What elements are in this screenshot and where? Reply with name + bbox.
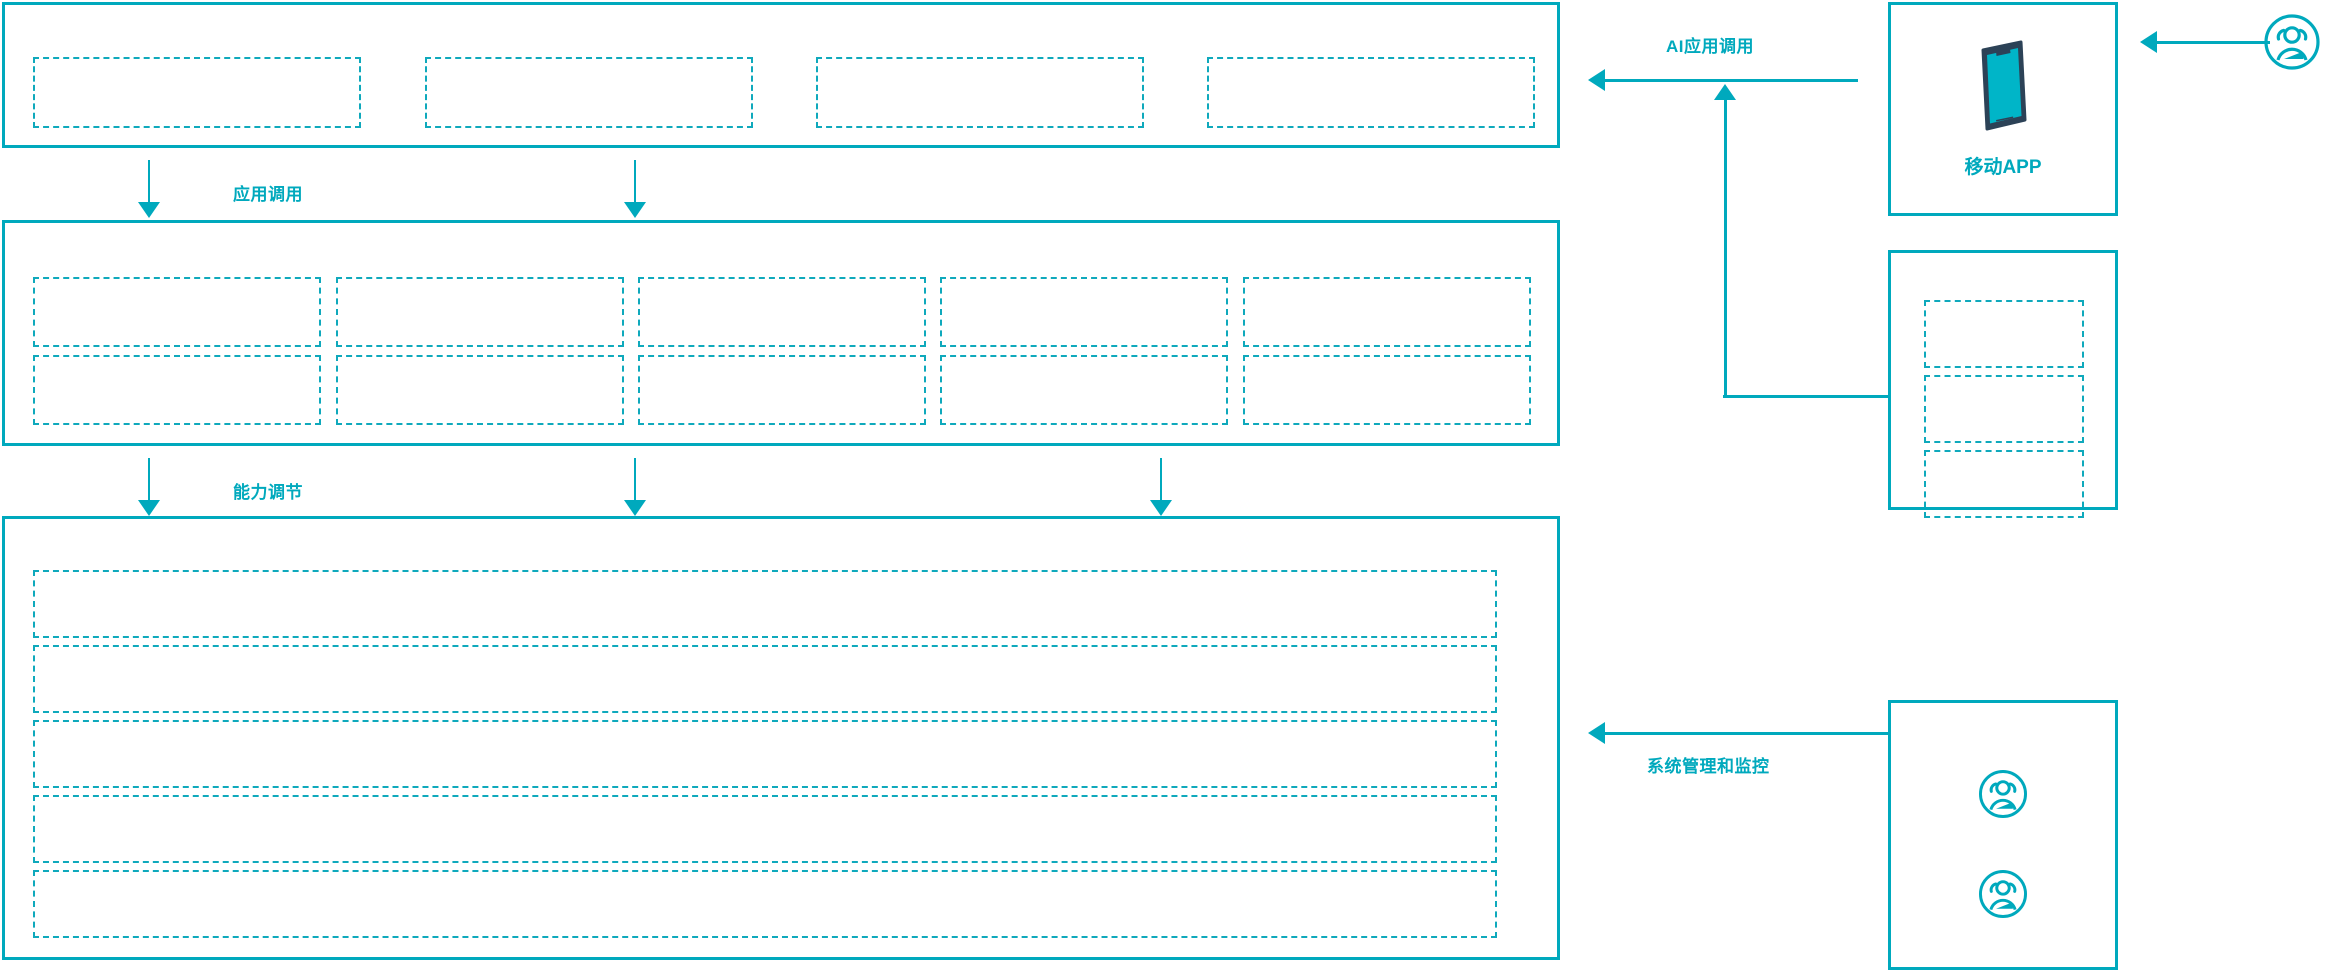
capability-adjust-arrow-2: [624, 458, 646, 516]
capability-box-r1c4[interactable]: [940, 277, 1228, 347]
application-box-4[interactable]: [1207, 57, 1535, 128]
external-user-group-icon: [2262, 12, 2322, 72]
application-layer-panel: [2, 2, 1560, 148]
system-mgmt-arrow: [1588, 721, 1888, 745]
capability-adjust-label: 能力调节: [233, 483, 303, 502]
capability-box-r2c5[interactable]: [1243, 355, 1531, 425]
channel-box-2[interactable]: [1924, 375, 2084, 443]
application-box-1[interactable]: [33, 57, 361, 128]
capability-box-r2c4[interactable]: [940, 355, 1228, 425]
capability-box-r2c2[interactable]: [336, 355, 624, 425]
channels-panel: [1888, 250, 2118, 510]
channel-box-1[interactable]: [1924, 300, 2084, 368]
application-box-2[interactable]: [425, 57, 753, 128]
platform-strip-3[interactable]: [33, 720, 1497, 788]
channels-riser-arrow: [1714, 84, 1736, 398]
external-user-arrow: [2140, 30, 2270, 54]
capability-box-r1c5[interactable]: [1243, 277, 1531, 347]
capability-box-r2c3[interactable]: [638, 355, 926, 425]
capability-box-r1c2[interactable]: [336, 277, 624, 347]
capability-box-r1c3[interactable]: [638, 277, 926, 347]
app-call-label: 应用调用: [233, 185, 303, 204]
platform-strip-5[interactable]: [33, 870, 1497, 938]
capability-adjust-arrow-3: [1150, 458, 1172, 516]
ai-app-call-arrow: [1588, 68, 1858, 92]
capability-box-r2c1[interactable]: [33, 355, 321, 425]
management-panel: [1888, 700, 2118, 970]
application-box-3[interactable]: [816, 57, 1144, 128]
channel-box-3[interactable]: [1924, 450, 2084, 518]
platform-layer-panel: [2, 516, 1560, 960]
platform-strip-4[interactable]: [33, 795, 1497, 863]
ai-app-call-label: AI应用调用: [1666, 37, 1754, 56]
capability-adjust-arrow-1: [138, 458, 160, 516]
capability-layer-panel: [2, 220, 1560, 446]
management-user-group-icon-2: [1977, 868, 2029, 920]
mobile-app-caption: 移动APP: [1964, 157, 2042, 178]
system-mgmt-label: 系统管理和监控: [1647, 757, 1770, 776]
platform-strip-1[interactable]: [33, 570, 1497, 638]
channels-riser-connector: [1723, 395, 1889, 398]
management-user-group-icon-1: [1977, 768, 2029, 820]
app-call-arrow-1: [138, 160, 160, 218]
capability-box-r1c1[interactable]: [33, 277, 321, 347]
app-call-arrow-2: [624, 160, 646, 218]
platform-strip-2[interactable]: [33, 645, 1497, 713]
smartphone-icon: [1963, 28, 2043, 138]
